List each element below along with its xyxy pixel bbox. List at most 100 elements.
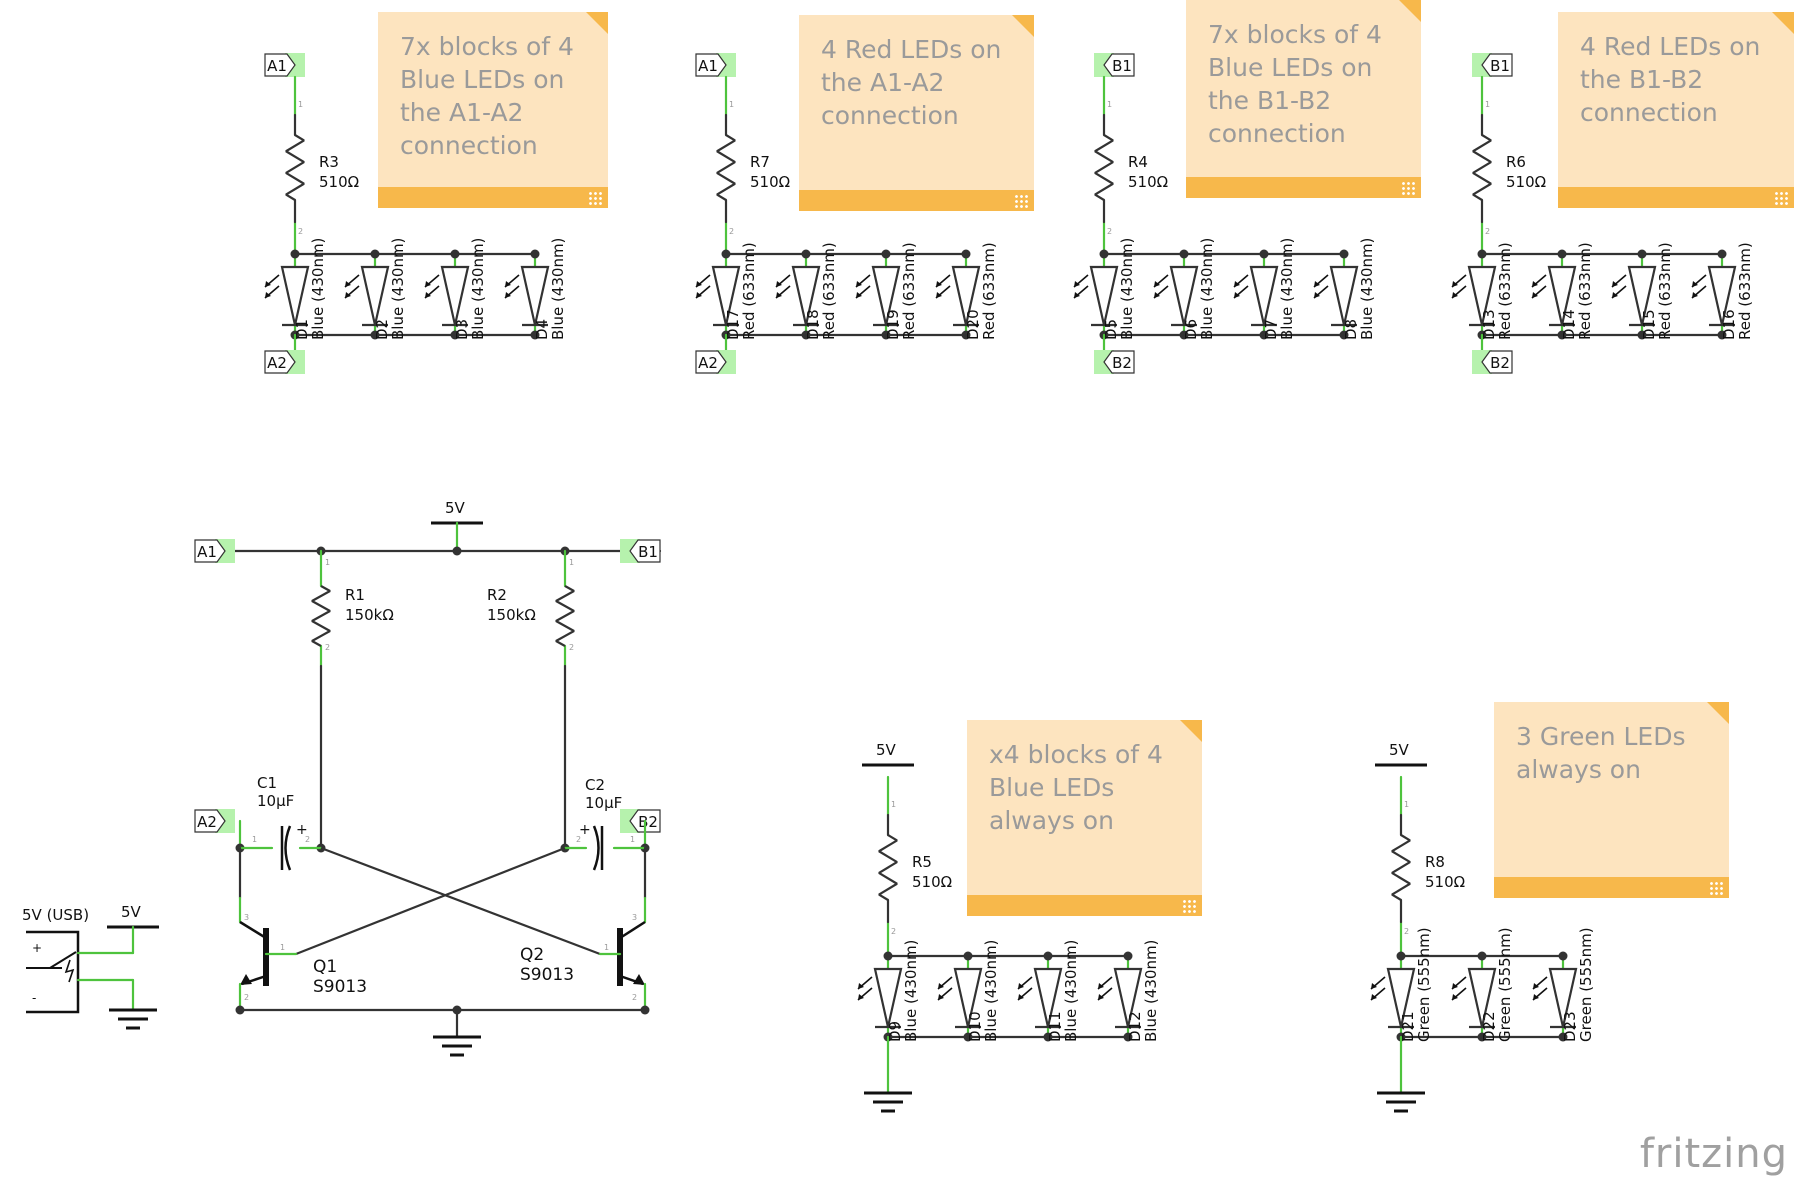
note-bar xyxy=(799,190,1034,211)
resize-grip-icon[interactable] xyxy=(1014,194,1028,208)
arrow-head-icon xyxy=(505,292,511,298)
junction-dot xyxy=(963,1032,973,1042)
sticky-note[interactable]: 7x blocks of 4 Blue LEDs on the A1-A2 co… xyxy=(378,12,608,208)
led-symbol xyxy=(1707,265,1737,326)
resistor-value-label: 510Ω xyxy=(1425,873,1465,891)
pin-number: 1 xyxy=(569,558,574,567)
pin-number: 2 xyxy=(569,643,574,652)
arrow-head-icon xyxy=(345,281,351,287)
led-ref-label: D20 xyxy=(964,309,982,340)
pin-number: 2 xyxy=(305,835,310,844)
junction-dot xyxy=(961,249,971,259)
resize-grip-icon[interactable] xyxy=(588,191,602,205)
resistor-ref-label: R5 xyxy=(912,853,932,871)
led-desc-label: Red (633nm) xyxy=(1656,242,1674,340)
led-symbol xyxy=(1548,967,1578,1028)
sticky-note[interactable]: x4 blocks of 4 Blue LEDs always on xyxy=(967,720,1202,916)
junction-dot xyxy=(1557,330,1567,340)
led-symbol xyxy=(360,265,390,326)
led-ref-label: D7 xyxy=(1262,319,1280,340)
resize-grip-icon[interactable] xyxy=(1182,899,1196,913)
arrow-head-icon xyxy=(345,292,351,298)
arrow-head-icon xyxy=(425,292,431,298)
arrow-head-icon xyxy=(1452,983,1458,989)
led-desc-label: Blue (430nm) xyxy=(1198,238,1216,340)
resize-grip-icon[interactable] xyxy=(1774,191,1788,205)
junction-dot xyxy=(881,330,891,340)
pin-number: 2 xyxy=(632,993,637,1002)
led-desc-label: Blue (430nm) xyxy=(549,238,567,340)
net-label-text: A2 xyxy=(267,354,287,372)
transistor-collector xyxy=(619,920,646,940)
sticky-note[interactable]: 3 Green LEDs always on xyxy=(1494,702,1729,898)
led-ref-label: D21 xyxy=(1399,1011,1417,1042)
arrow-head-icon xyxy=(1074,281,1080,287)
led-desc-label: Blue (430nm) xyxy=(469,238,487,340)
led-ref-label: D15 xyxy=(1640,309,1658,340)
pin-number: 1 xyxy=(1485,100,1490,109)
pin-number: 2 xyxy=(244,993,249,1002)
led-ref-label: D18 xyxy=(804,309,822,340)
junction-dot xyxy=(801,249,811,259)
arrow-head-icon xyxy=(1532,292,1538,298)
resize-grip-icon[interactable] xyxy=(1401,181,1415,195)
pin-number: 2 xyxy=(1485,227,1490,236)
led-ref-label: D14 xyxy=(1560,309,1578,340)
led-ref-label: D23 xyxy=(1561,1011,1579,1042)
sticky-note[interactable]: 7x blocks of 4 Blue LEDs on the B1-B2 co… xyxy=(1186,0,1421,198)
junction-dot xyxy=(1717,330,1727,340)
led-symbol xyxy=(280,265,310,326)
power-jack-label: 5V (USB) xyxy=(22,906,89,924)
pin-number: 1 xyxy=(1404,800,1409,809)
pin-number: 1 xyxy=(325,558,330,567)
led-symbol xyxy=(1249,265,1279,326)
arrow-head-icon xyxy=(1452,994,1458,1000)
capacitor-plate xyxy=(284,825,292,871)
led-desc-label: Blue (430nm) xyxy=(902,940,920,1042)
resistor-value-label: 510Ω xyxy=(1506,173,1546,191)
arrow-head-icon xyxy=(265,281,271,287)
led-desc-label: Green (555nm) xyxy=(1577,927,1595,1042)
note-text: 3 Green LEDs always on xyxy=(1516,722,1686,784)
transistor-value-label: S9013 xyxy=(520,965,574,985)
resistor-ref-label: R1 xyxy=(345,586,365,604)
led-ref-label: D6 xyxy=(1182,319,1200,340)
power-label: 5V xyxy=(1389,741,1410,759)
net-label-flag xyxy=(1103,350,1135,374)
junction-dot xyxy=(801,330,811,340)
resistor-symbol xyxy=(555,585,575,647)
sticky-note[interactable]: 4 Red LEDs on the B1-B2 connection xyxy=(1558,12,1794,208)
arrow-head-icon xyxy=(858,983,864,989)
led-desc-label: Blue (430nm) xyxy=(309,238,327,340)
resistor-value-label: 150kΩ xyxy=(487,606,536,624)
resize-grip-icon[interactable] xyxy=(1709,881,1723,895)
arrow-head-icon xyxy=(856,292,862,298)
junction-dot xyxy=(961,330,971,340)
pin-number: 1 xyxy=(1107,100,1112,109)
net-label-flag xyxy=(1481,350,1513,374)
power-jack-minus: - xyxy=(32,991,36,1005)
arrow-head-icon xyxy=(505,281,511,287)
led-ref-label: D2 xyxy=(373,319,391,340)
power-jack-contact xyxy=(49,951,77,969)
led-symbol xyxy=(1386,967,1416,1028)
resistor-value-label: 510Ω xyxy=(912,873,952,891)
pin-number: 2 xyxy=(1107,227,1112,236)
pin-number: 1 xyxy=(604,943,609,952)
arrow-head-icon xyxy=(1154,281,1160,287)
power-jack-bolt-icon xyxy=(64,959,75,983)
capacitor-polarity-label: + xyxy=(296,822,308,838)
resistor-ref-label: R2 xyxy=(487,586,507,604)
arrow-head-icon xyxy=(1612,292,1618,298)
net-label-text: A1 xyxy=(197,543,217,561)
note-text: 4 Red LEDs on the A1-A2 connection xyxy=(821,35,1002,130)
junction-dot xyxy=(640,1005,650,1015)
junction-dot xyxy=(881,249,891,259)
junction-dot xyxy=(1557,249,1567,259)
junction-dot xyxy=(450,330,460,340)
led-ref-label: D1 xyxy=(293,319,311,340)
sticky-note[interactable]: 4 Red LEDs on the A1-A2 connection xyxy=(799,15,1034,211)
led-desc-label: Red (633nm) xyxy=(740,242,758,340)
pin-number: 1 xyxy=(891,800,896,809)
led-ref-label: D16 xyxy=(1720,309,1738,340)
